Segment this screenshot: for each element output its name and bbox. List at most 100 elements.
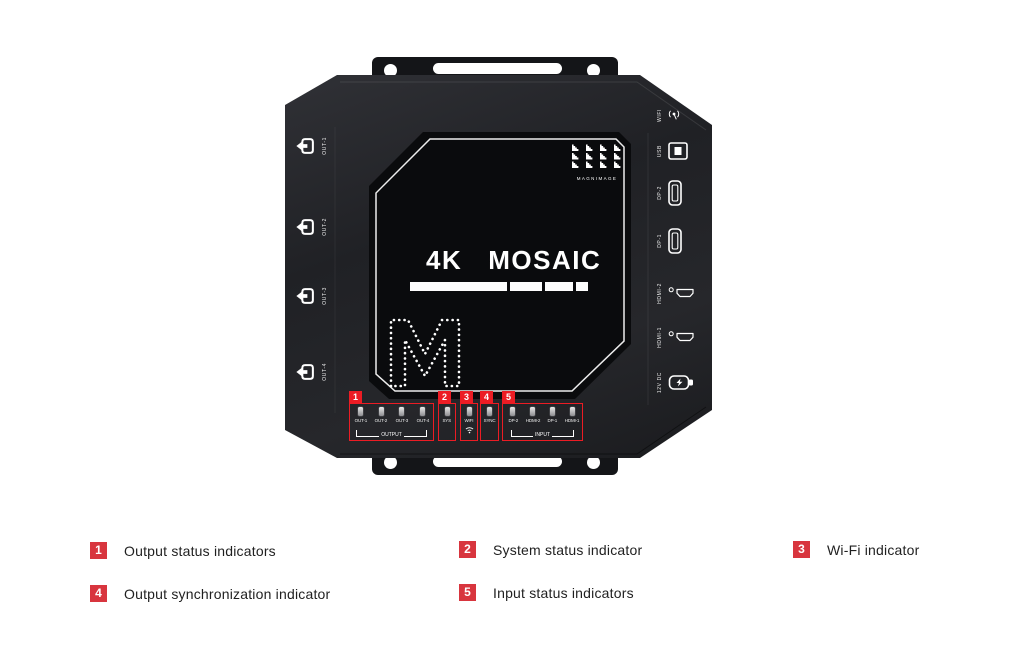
antenna-icon (668, 110, 680, 120)
callout-number-4: 4 (480, 391, 493, 403)
hdmi-port-icon (668, 331, 694, 342)
callout-box-output-leds: OUT-1 OUT-2 OUT-3 OUT-4 OUTPUT (349, 403, 434, 441)
bar-segment (510, 282, 542, 291)
bar-segment (576, 282, 588, 291)
displayport-icon (668, 180, 682, 206)
dc-power-icon (668, 375, 693, 390)
led-label: HDMI-1 (564, 418, 580, 424)
brand-name: MAGNIMAGE (576, 176, 618, 181)
led-out-2 (378, 407, 384, 416)
brand-logo-icon (572, 144, 621, 168)
hdmi-out-icon (296, 219, 314, 235)
led-label: WIFI (464, 418, 474, 424)
led-out-1 (357, 407, 363, 416)
legend-item-3: 3 Wi-Fi indicator (793, 541, 919, 558)
legend-number-badge: 4 (90, 585, 107, 602)
port-out-1: OUT-1 (295, 135, 328, 157)
port-wifi: WIFI (657, 109, 680, 122)
dotted-m-logo (389, 318, 461, 388)
port-dp1: DP-1 (657, 228, 682, 254)
led-wifi (466, 407, 472, 416)
led-label: OUT-1 (354, 418, 367, 424)
led-label: DP-2 (508, 418, 518, 424)
callout-box-wifi-led: WIFI (460, 403, 478, 441)
hdmi-port-icon (668, 287, 694, 298)
bracket-label: OUTPUT (381, 432, 402, 438)
mounting-slot (433, 456, 562, 467)
device-body: MAGNIMAGE 4K MOSAIC OUT-1 (285, 75, 712, 458)
usb-port-icon (668, 142, 688, 160)
port-label: OUT-4 (322, 363, 328, 381)
decorative-bar (410, 282, 590, 291)
led-out-4 (420, 407, 426, 416)
led-label: OUT-3 (395, 418, 409, 424)
output-group-bracket: OUTPUT (356, 430, 427, 438)
hdmi-out-icon (296, 288, 314, 304)
model-mosaic: MOSAIC (488, 245, 602, 275)
port-out-2: OUT-2 (295, 216, 328, 238)
led-sync (487, 407, 492, 416)
callout-number-2: 2 (438, 391, 451, 403)
port-label: HDMI-2 (657, 283, 663, 304)
port-hdmi2: HDMI-2 (657, 283, 695, 304)
port-label: OUT-1 (322, 137, 328, 155)
callout-box-sys-led: SYS (438, 403, 456, 441)
screw-hole (586, 63, 600, 77)
port-out-4: OUT-4 (295, 361, 328, 383)
led-label: OUT-2 (374, 418, 388, 424)
port-label: USB (657, 144, 663, 158)
displayport-icon (668, 228, 682, 254)
legend-number-badge: 5 (459, 584, 476, 601)
callout-number-1: 1 (349, 391, 362, 403)
led-label: DP-1 (547, 418, 558, 424)
legend-label: Input status indicators (493, 584, 634, 601)
led-label: OUT-4 (416, 418, 429, 424)
port-out-3: OUT-3 (295, 285, 328, 307)
mounting-slot (433, 63, 562, 74)
port-label: 12V DC (657, 372, 663, 394)
hdmi-out-icon (296, 364, 314, 380)
bracket-label: INPUT (535, 432, 550, 438)
legend-label: Output synchronization indicator (124, 585, 331, 602)
legend-label: Wi-Fi indicator (827, 541, 920, 558)
legend-item-4: 4 Output synchronization indicator (90, 585, 330, 602)
legend-item-1: 1 Output status indicators (90, 542, 276, 559)
port-label: DP-2 (657, 186, 663, 200)
port-usb: USB (657, 142, 688, 160)
legend-label: System status indicator (493, 541, 643, 558)
input-group-bracket: INPUT (511, 430, 574, 438)
legend-item-5: 5 Input status indicators (459, 584, 634, 601)
wifi-icon (465, 427, 473, 434)
model-4k: 4K (426, 245, 463, 275)
brand-logo: MAGNIMAGE (566, 143, 628, 181)
bar-segment (410, 282, 507, 291)
screw-hole (586, 455, 600, 469)
callout-number-5: 5 (502, 391, 515, 403)
legend-number-badge: 3 (793, 541, 810, 558)
port-power: 12V DC (657, 372, 695, 393)
led-dp-1 (549, 407, 555, 416)
screw-hole (383, 455, 397, 469)
hdmi-out-icon (296, 138, 314, 154)
port-dp2: DP-2 (657, 180, 682, 206)
port-label: HDMI-1 (657, 327, 663, 348)
led-dp-2 (510, 407, 516, 416)
callout-number-3: 3 (460, 391, 473, 403)
led-label: SYNC (483, 418, 496, 424)
led-hdmi-1 (569, 407, 575, 416)
legend-item-2: 2 System status indicator (459, 541, 642, 558)
led-out-3 (399, 407, 405, 416)
bar-segment (545, 282, 573, 291)
callout-box-sync-led: SYNC (480, 403, 499, 441)
bevel-lines (334, 81, 707, 455)
led-label: HDMI-2 (525, 418, 540, 424)
front-panel (369, 132, 631, 399)
legend-number-badge: 1 (90, 542, 107, 559)
led-label: SYS (442, 418, 452, 424)
legend-number-badge: 2 (459, 541, 476, 558)
port-hdmi1: HDMI-1 (657, 327, 695, 348)
port-label: OUT-3 (322, 287, 328, 305)
model-name: 4K MOSAIC (426, 245, 601, 276)
screw-hole (383, 63, 397, 77)
